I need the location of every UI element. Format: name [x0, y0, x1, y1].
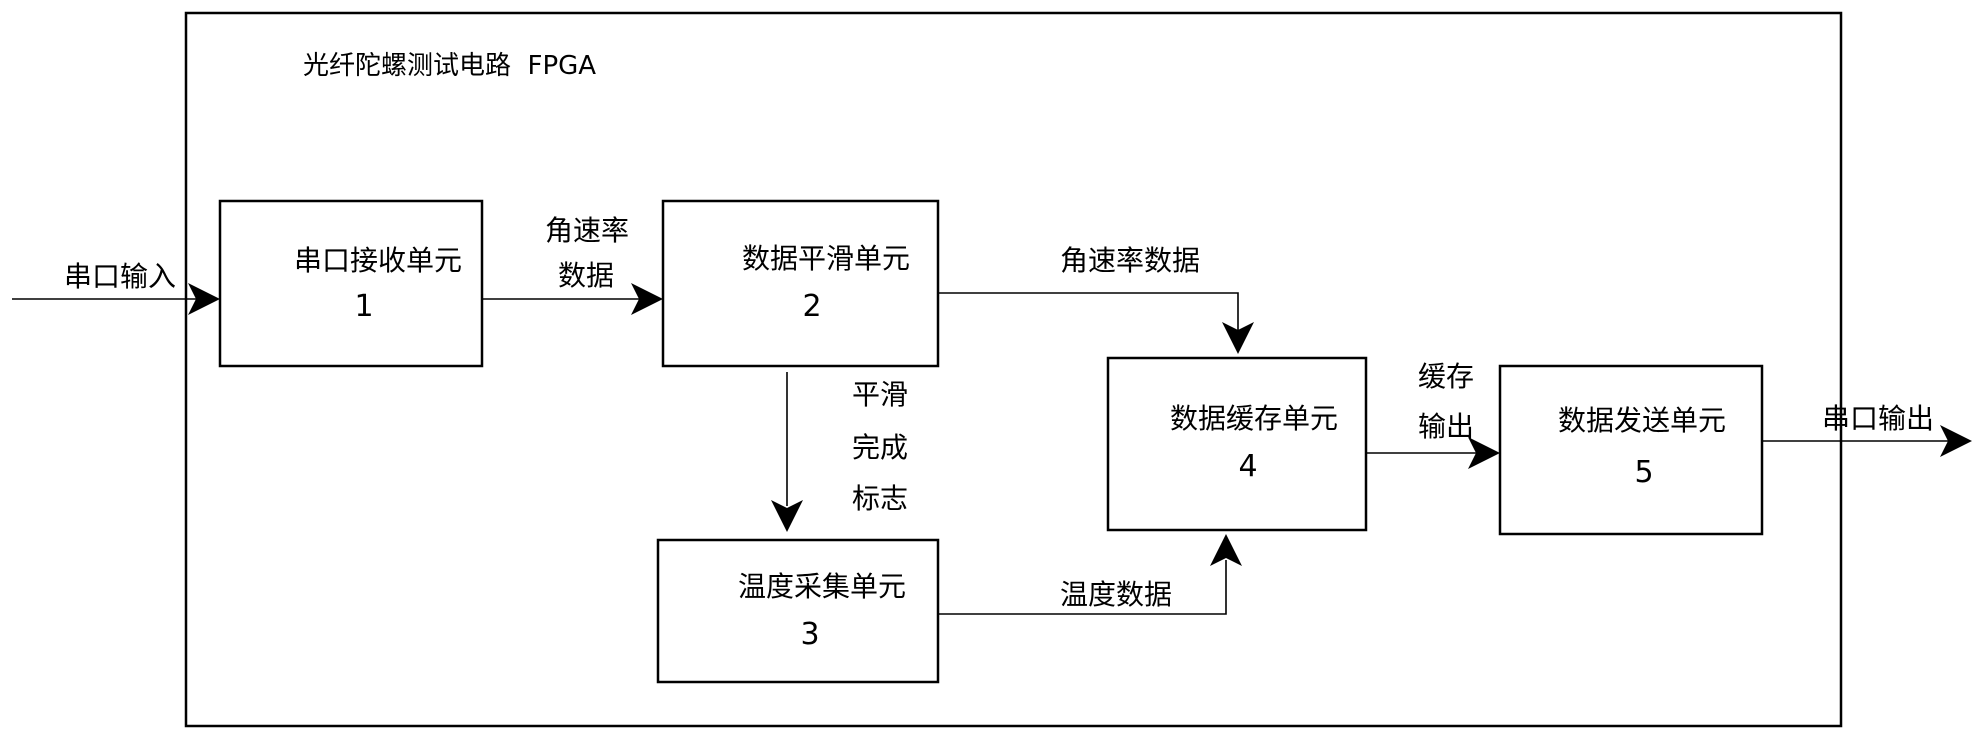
fpga-container: [184, 11, 1843, 728]
unit-1-box: 串口接收单元 1: [218, 199, 484, 368]
unit-4-box: 数据缓存单元 4: [1106, 356, 1368, 532]
diagram-title: 光纤陀螺测试电路 FPGA: [303, 51, 596, 81]
unit-4-number: 4: [1238, 449, 1257, 484]
unit-1-number: 1: [354, 289, 373, 324]
serial-input-label: 串口输入: [64, 260, 176, 293]
unit-5-number: 5: [1634, 455, 1653, 490]
smooth-done-label-c: 标志: [852, 482, 908, 515]
arrow-unit1-to-unit2: [482, 283, 663, 315]
temp-data-label: 温度数据: [1060, 578, 1172, 611]
serial-output-arrow: [1762, 425, 1972, 457]
unit-3-box: 温度采集单元 3: [656, 538, 940, 684]
unit-5-box: 数据发送单元 5: [1498, 364, 1764, 536]
rate-data-label-2: 角速率数据: [1060, 244, 1200, 277]
arrow-unit4-to-unit5: [1366, 437, 1500, 469]
cache-output-label-b: 输出: [1418, 410, 1474, 443]
arrow-unit2-to-unit4: [938, 292, 1254, 354]
rate-data-label-1b: 数据: [558, 259, 614, 292]
serial-output-label: 串口输出: [1822, 402, 1934, 435]
smooth-done-label-a: 平滑: [852, 378, 908, 411]
serial-input-arrow: [12, 283, 220, 315]
rate-data-label-1a: 角速率: [545, 214, 629, 247]
unit-2-number: 2: [802, 289, 821, 324]
unit-3-number: 3: [800, 617, 819, 652]
cache-output-label-a: 缓存: [1418, 360, 1474, 393]
smooth-done-label-b: 完成: [852, 431, 908, 464]
unit-4-label: 数据缓存单元: [1170, 402, 1338, 435]
unit-3-label: 温度采集单元: [738, 570, 906, 603]
unit-1-label: 串口接收单元: [294, 244, 462, 277]
arrow-unit2-to-unit3: [771, 372, 803, 532]
arrow-unit3-to-unit4: [938, 534, 1242, 615]
unit-2-label: 数据平滑单元: [742, 242, 910, 275]
unit-2-box: 数据平滑单元 2: [661, 199, 940, 368]
unit-5-label: 数据发送单元: [1558, 404, 1726, 437]
